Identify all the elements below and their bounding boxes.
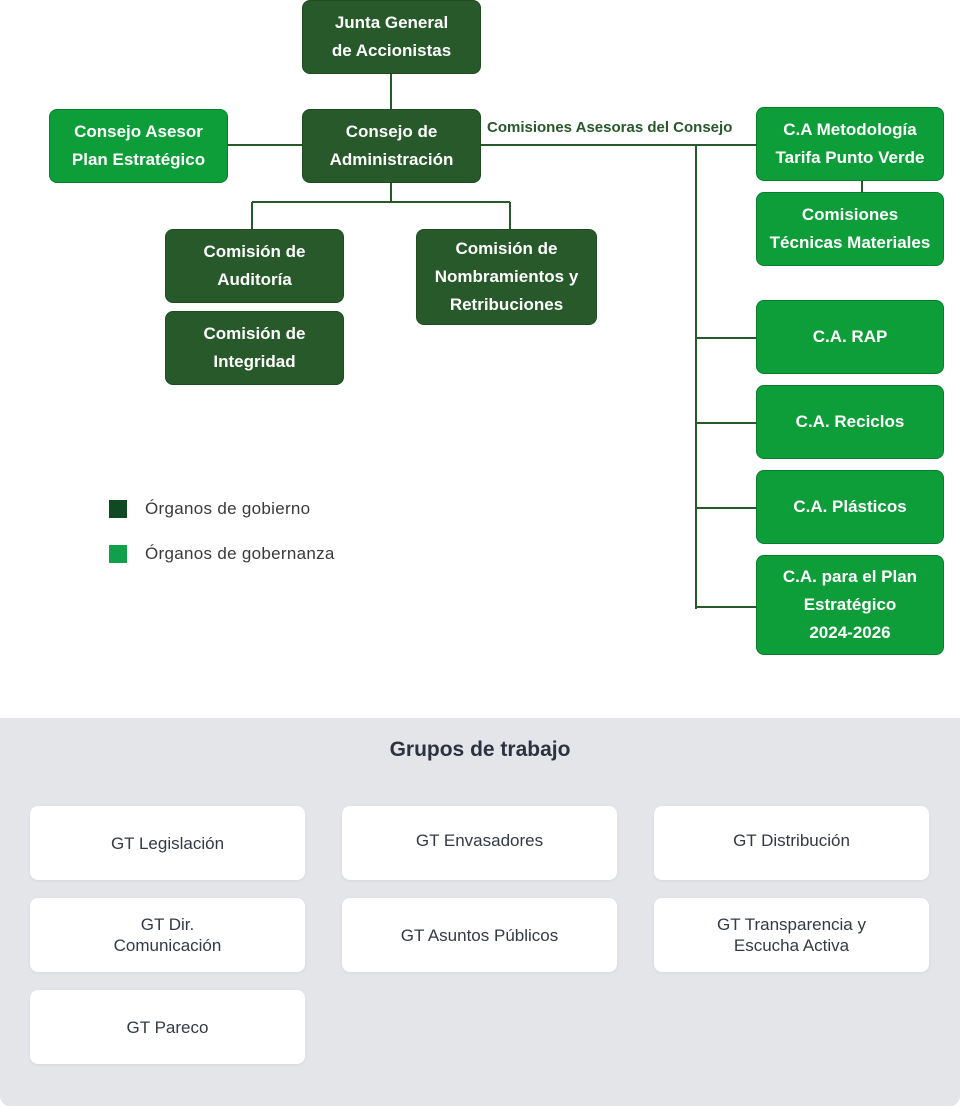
gt-legislacion-card: GT Legislación: [30, 806, 305, 880]
comision-auditoria-box: Comisión de Auditoría: [165, 229, 344, 303]
consejo-asesor-box: Consejo Asesor Plan Estratégico: [49, 109, 228, 183]
ca-plasticos-box: C.A. Plásticos: [756, 470, 944, 544]
comision-nombramientos-box: Comisión de Nombramientos y Retribucione…: [416, 229, 597, 325]
nombramientos-line-3: Retribuciones: [449, 295, 564, 314]
rap-label: C.A. RAP: [812, 327, 888, 346]
gt-dir-comunicacion-line-2: Comunicación: [113, 936, 222, 955]
consejo-admin-line-1: Consejo de: [345, 122, 438, 141]
ca-reciclos-box: C.A. Reciclos: [756, 385, 944, 459]
gt-envasadores-label: GT Envasadores: [415, 830, 544, 850]
comisiones-tecnicas-box: Comisiones Técnicas Materiales: [756, 192, 944, 266]
gt-pareco-label: GT Pareco: [126, 1017, 209, 1037]
junta-general-box: Junta General de Accionistas: [302, 0, 481, 74]
ca-rap-box: C.A. RAP: [756, 300, 944, 374]
integridad-line-2: Integridad: [213, 352, 296, 371]
gt-transparencia-line-2: Escucha Activa: [733, 936, 850, 955]
legend-gobernanza-label: Órganos de gobernanza: [145, 544, 335, 563]
legend-gobierno-label: Órganos de gobierno: [145, 499, 311, 518]
gt-dir-comunicacion-line-1: GT Dir.: [140, 915, 195, 934]
org-connectors: [227, 73, 863, 609]
plasticos-label: C.A. Plásticos: [793, 497, 907, 516]
gt-envasadores-card: GT Envasadores: [342, 806, 617, 880]
plan-line-1: C.A. para el Plan: [782, 567, 918, 586]
plan-line-2: Estratégico: [803, 595, 897, 614]
grupos-title: Grupos de trabajo: [389, 738, 571, 761]
gt-distribucion-card: GT Distribución: [654, 806, 929, 880]
gt-legislacion-label: GT Legislación: [110, 833, 225, 853]
comisiones-asesoras-label: Comisiones Asesoras del Consejo: [487, 119, 733, 136]
metodologia-line-1: C.A Metodología: [783, 120, 917, 139]
plan-line-3: 2024-2026: [809, 623, 891, 642]
metodologia-line-2: Tarifa Punto Verde: [775, 148, 925, 167]
gt-distribucion-label: GT Distribución: [733, 830, 850, 850]
gt-transparencia-card: GT Transparencia y Escucha Activa: [654, 898, 929, 972]
junta-line-2: de Accionistas: [331, 41, 452, 60]
consejo-administracion-box: Consejo de Administración: [302, 109, 481, 183]
legend-gobernanza-swatch: [109, 545, 127, 563]
ca-plan-estrategico-box: C.A. para el Plan Estratégico 2024-2026: [756, 555, 944, 655]
gt-asuntos-publicos-card: GT Asuntos Públicos: [342, 898, 617, 972]
nombramientos-line-1: Comisión de: [455, 239, 558, 258]
auditoria-line-1: Comisión de: [203, 242, 306, 261]
gt-dir-comunicacion-card: GT Dir. Comunicación: [30, 898, 305, 972]
tecnicas-line-2: Técnicas Materiales: [769, 233, 931, 252]
tecnicas-line-1: Comisiones: [801, 205, 899, 224]
auditoria-line-2: Auditoría: [217, 270, 292, 289]
legend-gobierno-swatch: [109, 500, 127, 518]
gt-transparencia-line-1: GT Transparencia y: [717, 915, 866, 934]
consejo-asesor-line-2: Plan Estratégico: [71, 150, 206, 169]
reciclos-label: C.A. Reciclos: [795, 412, 905, 431]
gt-asuntos-publicos-label: GT Asuntos Públicos: [400, 925, 559, 945]
consejo-admin-line-2: Administración: [329, 150, 454, 169]
gt-pareco-card: GT Pareco: [30, 990, 305, 1064]
comision-integridad-box: Comisión de Integridad: [165, 311, 344, 385]
ca-metodologia-box: C.A Metodología Tarifa Punto Verde: [756, 107, 944, 181]
integridad-line-1: Comisión de: [203, 324, 306, 343]
nombramientos-line-2: Nombramientos y: [434, 267, 579, 286]
consejo-asesor-line-1: Consejo Asesor: [74, 122, 203, 141]
junta-line-1: Junta General: [334, 13, 449, 32]
